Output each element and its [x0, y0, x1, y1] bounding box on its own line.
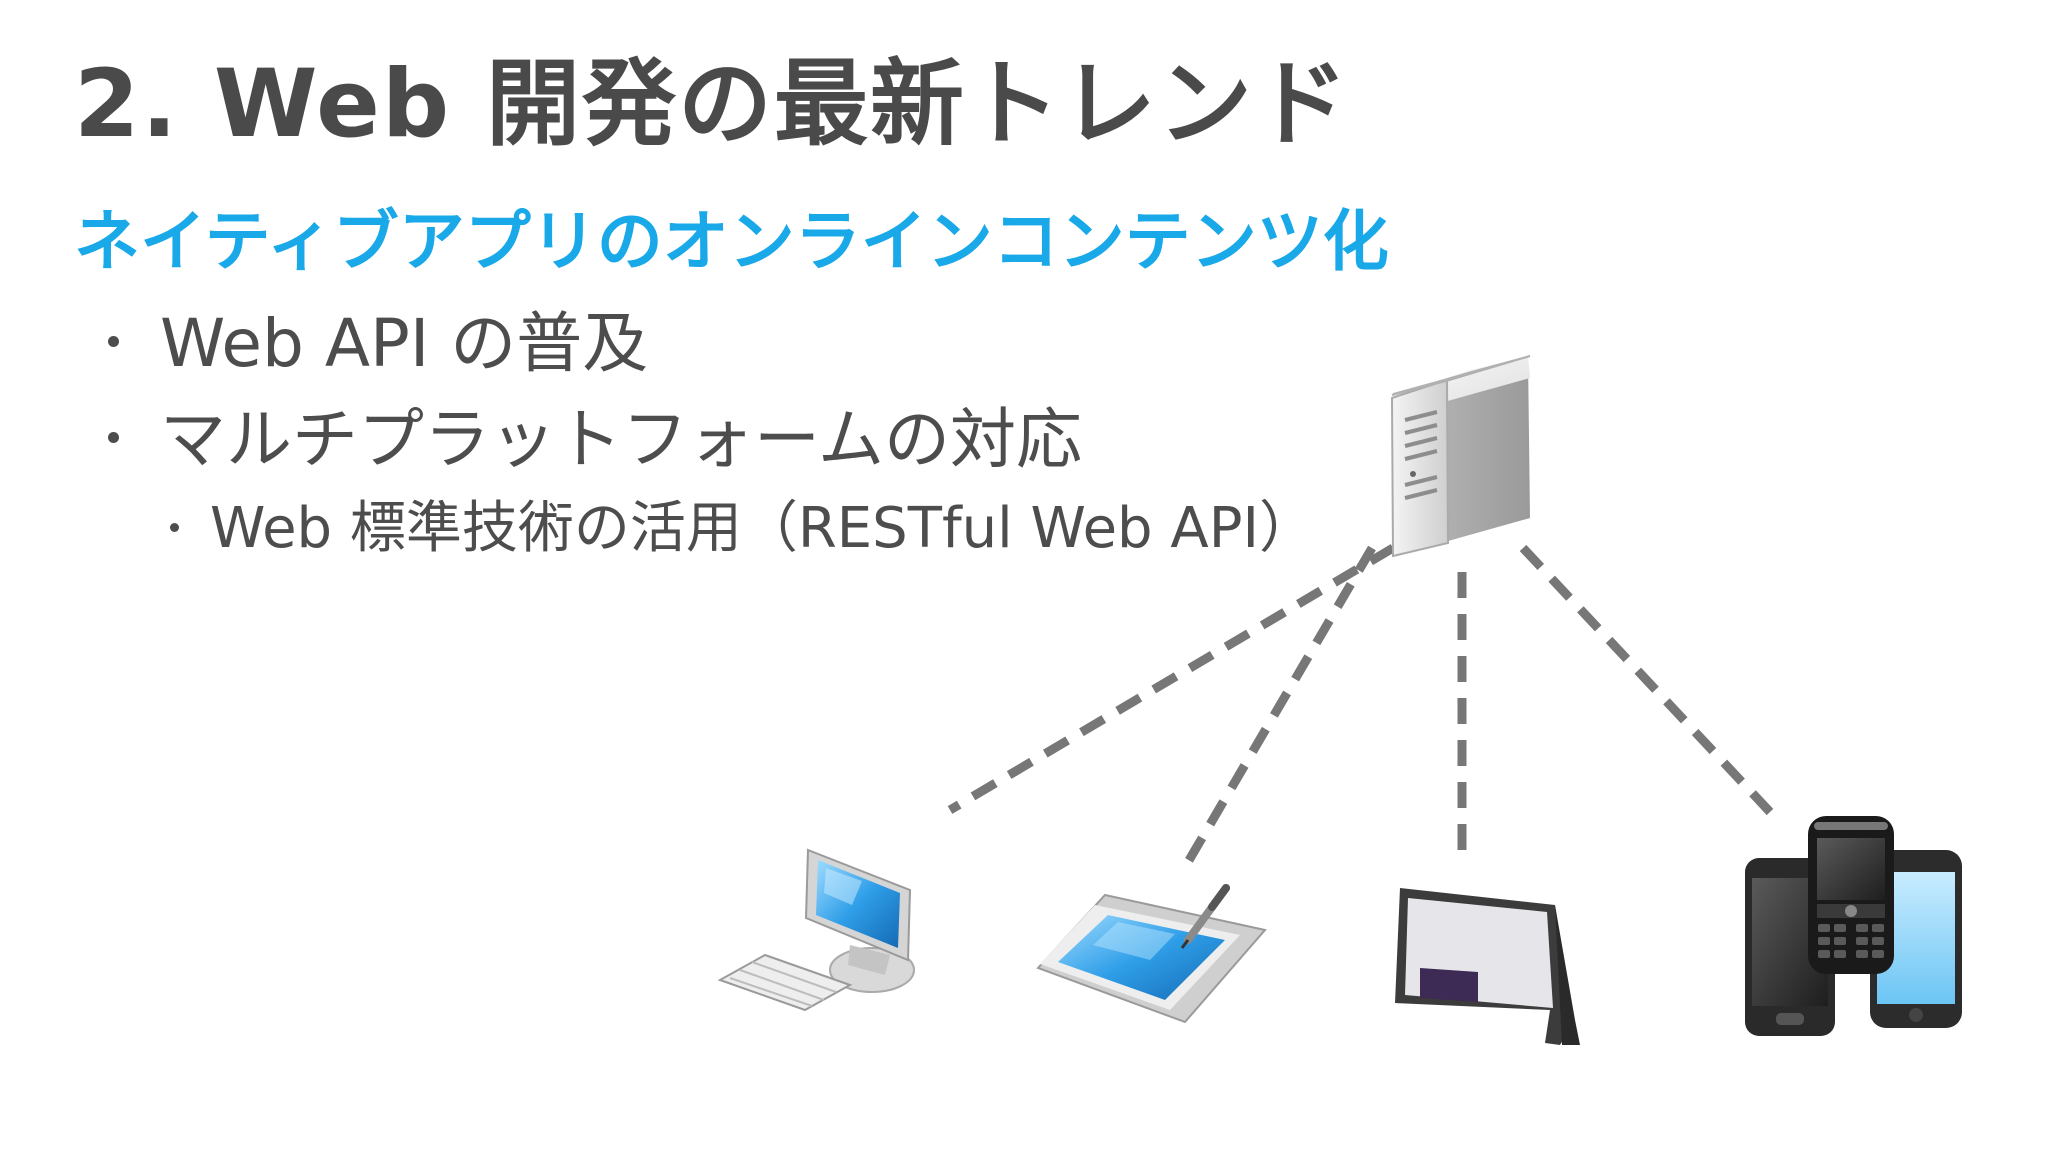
bullet-dot	[108, 336, 119, 347]
bullet-item-web-api: Web API の普及	[100, 290, 648, 386]
slide-title: 2. Web 開発の最新トレンド	[74, 50, 1350, 159]
connector-server-desktop	[947, 544, 1396, 814]
bullet-item-multiplatform: マルチプラットフォームの対応	[100, 386, 1082, 482]
server-icon	[1390, 355, 1531, 558]
sub-bullet-text: Web 標準技術の活用（RESTful Web API）	[210, 496, 1315, 561]
pen-tablet-icon	[1036, 884, 1267, 1024]
connector-server-pen-tablet	[1184, 545, 1376, 865]
smartphones-icon	[1745, 816, 1962, 1036]
connector-group	[947, 544, 1774, 865]
connector-server-smartphones	[1519, 544, 1774, 816]
bullet-text: Web API の普及	[160, 305, 649, 382]
slide-subtitle: ネイティブアプリのオンラインコンテンツ化	[74, 203, 1389, 280]
sub-bullet-item-restful: Web 標準技術の活用（RESTful Web API）	[170, 483, 1315, 564]
bullet-dot	[108, 432, 119, 443]
bullet-text: マルチプラットフォームの対応	[160, 401, 1083, 478]
tablet-icon	[1395, 888, 1580, 1045]
desktop-computer-icon	[717, 848, 915, 1012]
bullet-dot	[170, 523, 179, 532]
